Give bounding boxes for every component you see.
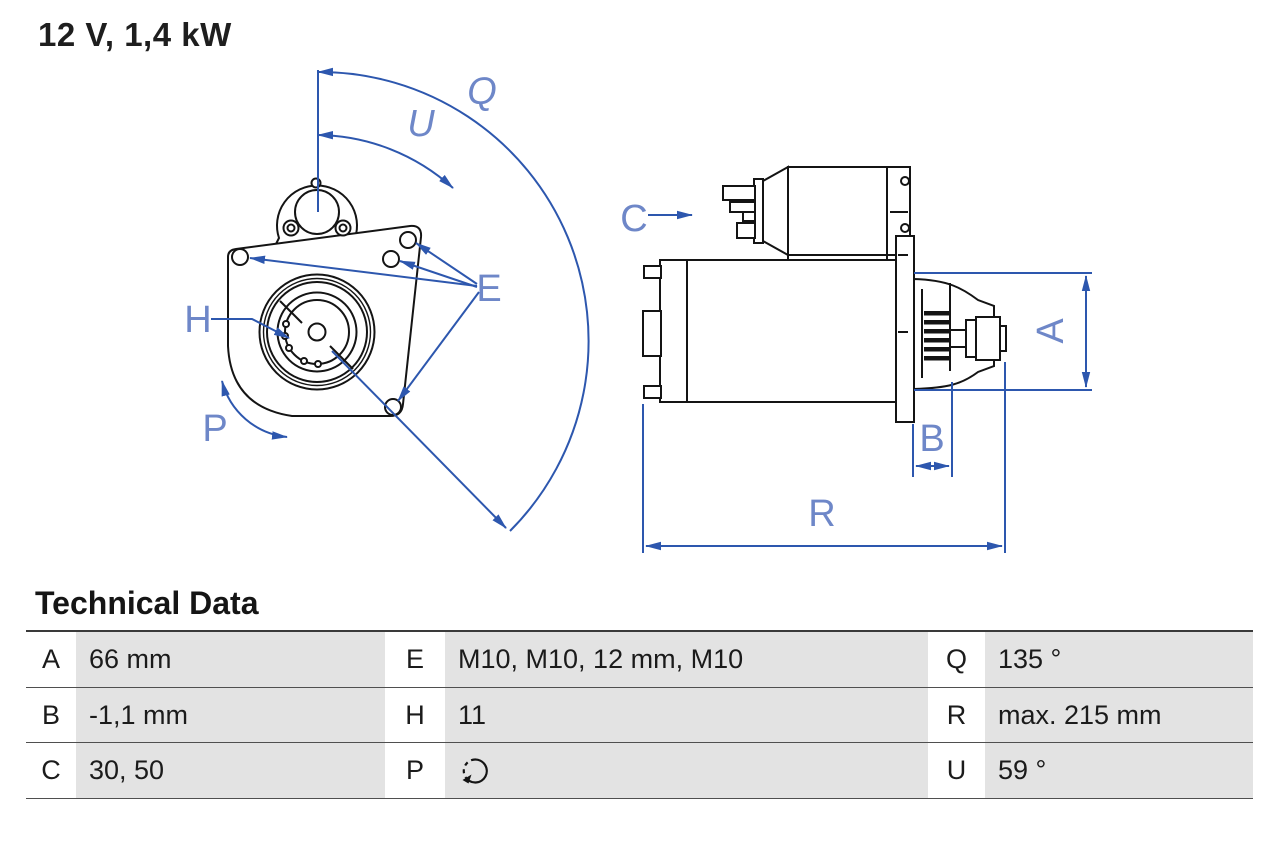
terminal-stud-3 — [736, 222, 756, 239]
param-key-u: U — [928, 743, 985, 799]
param-value-q: 135 ° — [985, 632, 1253, 687]
param-value-b: -1,1 mm — [76, 687, 385, 743]
side-view-labels: C A B R — [620, 198, 1072, 535]
shaft-center-hole — [307, 322, 327, 342]
technical-data-table: A 66 mm E M10, M10, 12 mm, M10 Q 135 ° B… — [26, 630, 1253, 800]
e-leader-top-right — [415, 242, 478, 285]
solenoid-body — [787, 166, 888, 256]
param-value-u: 59 ° — [985, 743, 1253, 799]
pinion-tooth-4 — [300, 357, 308, 365]
terminal-stud-1 — [722, 185, 756, 201]
shaft-collar — [965, 319, 977, 358]
label-q: Q — [467, 71, 497, 113]
param-key-b: B — [26, 687, 76, 743]
shaft-end-cap — [999, 325, 1007, 352]
label-a: A — [1030, 318, 1072, 344]
param-key-e: E — [385, 632, 445, 687]
label-u: U — [407, 103, 435, 145]
param-key-r: R — [928, 687, 985, 743]
terminal-step — [742, 211, 756, 222]
e-leader-mid-right — [399, 260, 478, 288]
motor-body — [659, 259, 897, 403]
label-r: R — [808, 493, 835, 535]
solenoid-cap-bolt-top — [900, 176, 910, 186]
terminal-stud-2 — [729, 201, 756, 213]
pinion-tooth-1 — [282, 320, 290, 328]
e-leader-bottom — [397, 291, 480, 402]
dome-right-bolt-hole — [338, 223, 348, 233]
body-tab-top — [643, 265, 662, 279]
dome-left-bolt-ring — [282, 219, 300, 237]
param-key-c: C — [26, 743, 76, 799]
label-h: H — [184, 299, 211, 341]
rotation-ccw-icon — [462, 758, 488, 784]
dome-top-bolt-hole — [310, 177, 322, 189]
param-key-h: H — [385, 687, 445, 743]
fixing-hole-top-right — [399, 231, 417, 249]
label-b: B — [919, 418, 944, 460]
param-key-p: P — [385, 743, 445, 799]
table-row: A 66 mm E M10, M10, 12 mm, M10 Q 135 ° — [26, 632, 1253, 688]
u-angle-arc — [317, 130, 454, 189]
page-title: 12 V, 1,4 kW — [38, 16, 232, 53]
table-row: B -1,1 mm H 11 R max. 215 mm — [26, 687, 1253, 744]
param-value-p — [445, 743, 928, 799]
front-view-drawing — [227, 177, 423, 417]
housing-ring-3 — [266, 281, 368, 383]
label-p: P — [202, 408, 227, 450]
label-e: E — [476, 268, 501, 310]
q-angle-radius-line — [331, 350, 507, 529]
param-value-a: 66 mm — [76, 632, 385, 687]
fixing-hole-bottom-right — [384, 398, 402, 416]
fixing-hole-top-left — [231, 248, 249, 266]
body-tab-bottom — [643, 385, 662, 399]
housing-ring-2 — [262, 277, 372, 387]
param-key-q: Q — [928, 632, 985, 687]
mounting-flange — [895, 235, 915, 423]
param-value-r: max. 215 mm — [985, 687, 1253, 743]
table-row: C 30, 50 P U 59 ° — [26, 743, 1253, 800]
dome-right-bolt-ring — [334, 219, 352, 237]
technical-data-heading: Technical Data — [35, 585, 259, 621]
h-leader-line — [211, 318, 290, 339]
param-key-a: A — [26, 632, 76, 687]
side-view-drawing — [642, 165, 1007, 423]
p-rotation-arc — [221, 380, 288, 440]
front-view-dimensions — [211, 67, 590, 532]
drive-end-bell — [913, 277, 995, 391]
e-leader-top-left — [249, 255, 478, 287]
param-value-c: 30, 50 — [76, 743, 385, 799]
side-view-dimensions — [642, 210, 1092, 553]
pinion-sector-line-lower — [329, 345, 354, 370]
param-value-h: 11 — [445, 687, 928, 743]
body-terminal-block — [642, 310, 662, 357]
pinion-tooth-5 — [314, 360, 322, 368]
solenoid-cap-bolt-bottom — [900, 223, 910, 233]
housing-ring-outer — [258, 273, 376, 391]
fixing-hole-mid-right — [382, 250, 400, 268]
label-c: C — [620, 198, 647, 240]
starter-motor-technical-drawing: Q U E H P — [184, 67, 1092, 553]
pinion-tooth-3 — [285, 344, 293, 352]
pinion-sector-line-upper — [279, 300, 303, 324]
dome-left-bolt-hole — [286, 223, 296, 233]
front-view-labels: Q U E H P — [184, 71, 501, 450]
q-angle-arc — [317, 67, 590, 532]
param-value-e: M10, M10, 12 mm, M10 — [445, 632, 928, 687]
pinion-teeth-stripes — [924, 311, 949, 361]
shaft-end-block — [975, 316, 1001, 361]
solenoid-cone — [762, 165, 789, 257]
